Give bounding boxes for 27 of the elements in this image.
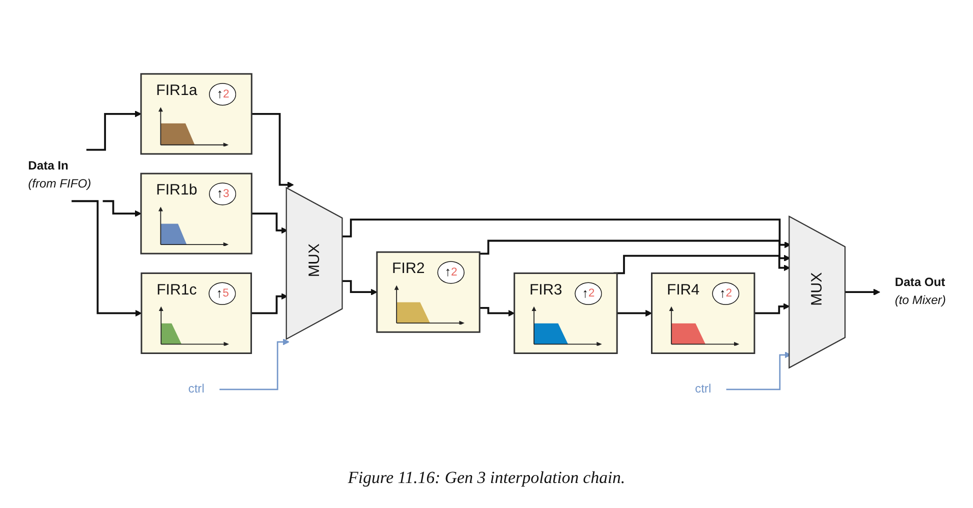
arrow <box>342 280 377 296</box>
node-box: FIR1b ↑3 <box>140 172 252 254</box>
arrow <box>251 212 288 234</box>
arrow <box>250 293 288 314</box>
arrow <box>754 303 790 314</box>
arrow <box>342 218 790 248</box>
arrow <box>844 288 880 296</box>
arrow <box>616 310 652 317</box>
arrow <box>479 240 790 262</box>
arrow <box>71 200 142 317</box>
node-text: ctrl <box>188 382 204 396</box>
figure-caption: Figure 11.16: Gen 3 interpolation chain. <box>348 468 626 488</box>
arrow <box>479 306 514 317</box>
arrow <box>102 200 141 217</box>
node-box: FIR2 ↑2 <box>376 251 480 333</box>
node-box: FIR4 ↑2 <box>650 272 755 354</box>
node-box: MUX <box>788 215 846 369</box>
node-text: Data Out (to Mixer) <box>894 276 946 308</box>
node-box: FIR1c ↑5 <box>140 272 252 354</box>
arrow <box>251 112 294 188</box>
arrow <box>86 110 141 151</box>
arrow <box>218 338 289 390</box>
node-box: MUX <box>285 186 342 340</box>
node-box: FIR1a ↑2 <box>140 73 252 155</box>
node-text: Data In (from FIFO) <box>28 160 91 191</box>
node-box: FIR3 ↑2 <box>513 272 618 354</box>
node-text: ctrl <box>694 382 711 396</box>
